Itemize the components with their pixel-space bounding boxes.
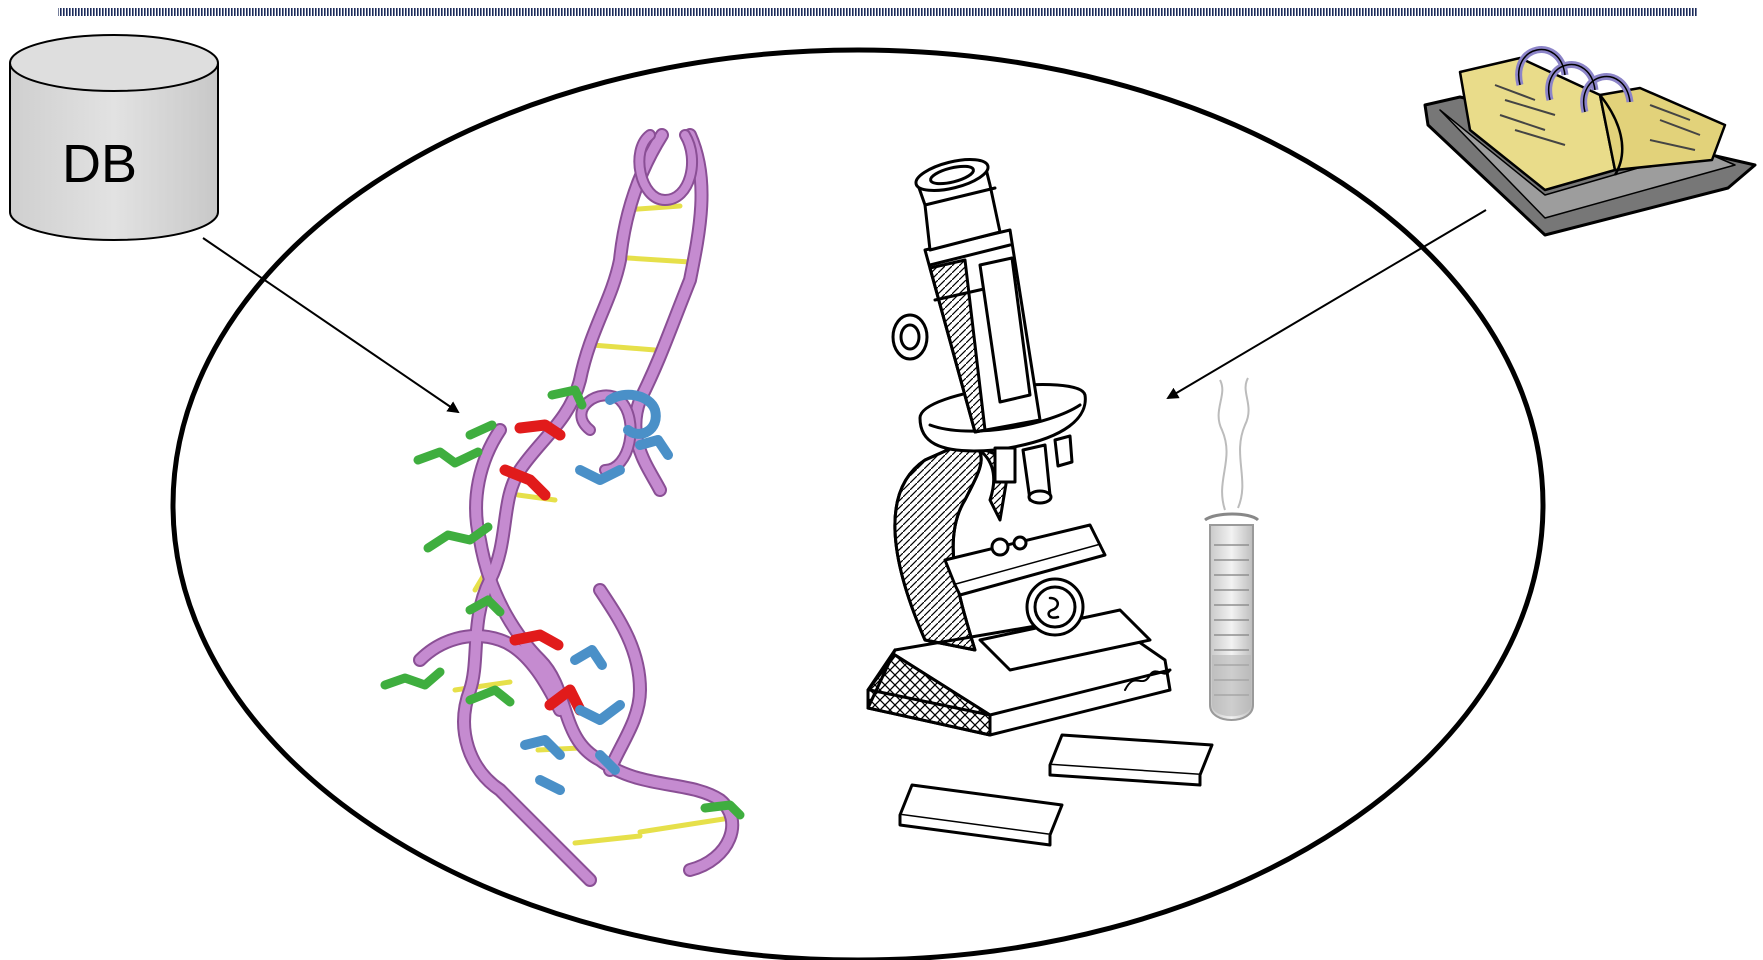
database-label: DB: [62, 134, 137, 194]
arrow-db-to-protein: [203, 238, 458, 412]
lab-scope-ellipse: [173, 50, 1543, 960]
test-tube-icon: [1205, 378, 1258, 720]
glass-slides-icon: [900, 735, 1212, 845]
lab-notebook-icon: [1425, 50, 1755, 235]
arrow-notebook-to-lab: [1168, 210, 1486, 398]
protein-structure-icon: [385, 135, 740, 880]
database-cylinder-icon: DB: [10, 35, 218, 240]
top-rule: [58, 8, 1698, 16]
microscope-icon: [868, 153, 1170, 735]
